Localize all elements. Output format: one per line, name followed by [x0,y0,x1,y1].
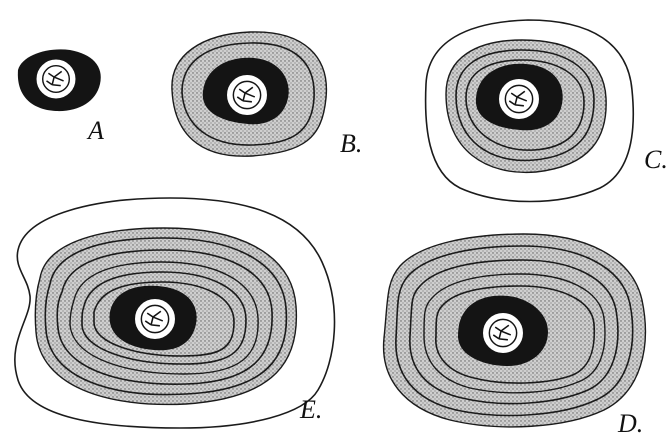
panel-label-a: A [86,116,104,145]
panel-label-e: E. [299,395,322,424]
panel-e: E. [15,198,335,428]
panel-a: A [18,49,104,145]
panel-label-d: D. [617,409,643,438]
panel-c: C. [426,20,666,202]
panel-label-c: C. [644,145,666,174]
panel-label-b: B. [340,129,362,158]
panel-b: B. [172,32,362,158]
panel-d: D. [384,234,646,438]
